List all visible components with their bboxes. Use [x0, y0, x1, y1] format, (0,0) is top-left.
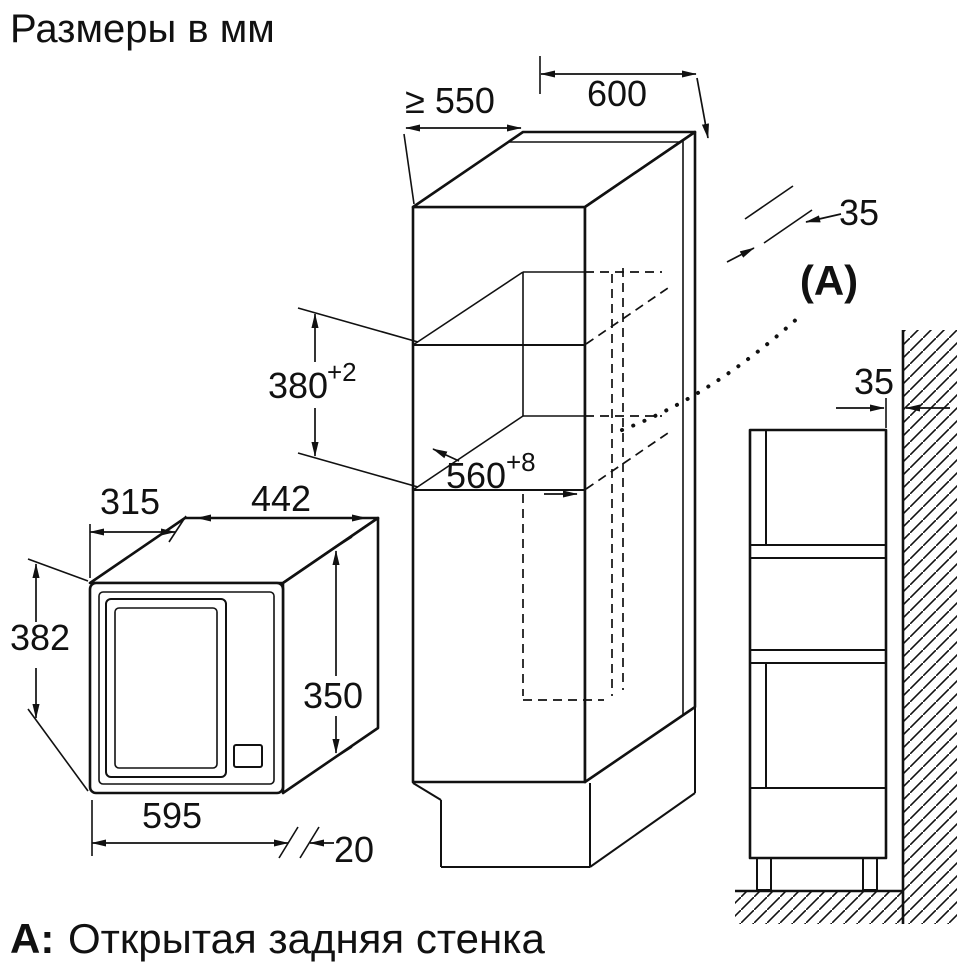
mw-depth-label: 315: [100, 481, 160, 522]
view-ref-label: (A): [800, 257, 858, 304]
mw-overhang-label: 20: [334, 829, 374, 870]
dim-wall-gap: 35: [836, 361, 950, 428]
side-view: [735, 330, 957, 924]
microwave-door-window: [114, 607, 218, 769]
niche-width-tolerance: +8: [506, 447, 536, 477]
cabinet-leg: [862, 857, 878, 891]
top-back-rim-label: 35: [839, 192, 879, 233]
dim-mw-body-height: 350: [303, 536, 363, 767]
mw-height-label: 382: [10, 617, 70, 658]
wall-gap-label: 35: [854, 361, 894, 402]
view-ref-annotation: (A): [620, 257, 858, 432]
mw-body-height-label: 350: [303, 675, 363, 716]
microwave-isometric: [88, 516, 380, 795]
mw-width-label: 595: [142, 795, 202, 836]
dim-mw-width: 595: [91, 795, 320, 859]
cabinet-width-label: 600: [587, 73, 647, 114]
min-depth-label: ≥ 550: [405, 80, 495, 121]
dim-mw-depth: 315: [89, 481, 187, 578]
floor-hatch: [735, 891, 903, 924]
caption-text: Открытая задняя стенка: [68, 915, 545, 962]
tall-cabinet-isometric: [411, 130, 697, 868]
niche-width-label: 560: [446, 455, 506, 496]
dim-niche-height: 380 +2: [268, 307, 419, 488]
dim-mw-height: 382: [10, 558, 89, 792]
cabinet-right-face: [583, 130, 697, 784]
dotted-leader: [620, 314, 802, 432]
side-cabinet-outline: [748, 428, 888, 860]
wall-hatch: [903, 330, 957, 924]
microwave-door: [105, 598, 227, 778]
dim-mw-overhang: 20: [309, 829, 374, 870]
dim-min-depth: ≥ 550: [403, 80, 522, 205]
mw-top-width-label: 442: [251, 478, 311, 519]
dim-cabinet-width: 600: [539, 56, 709, 139]
niche-height-tolerance: +2: [327, 357, 357, 387]
dim-niche-width: 560 +8: [432, 447, 578, 498]
niche-height-label: 380: [268, 365, 328, 406]
page-title: Размеры в мм: [10, 7, 275, 51]
caption: А: Открытая задняя стенка: [10, 915, 545, 962]
microwave-door-button: [233, 744, 263, 768]
caption-prefix: А:: [10, 915, 54, 962]
cabinet-leg: [756, 857, 772, 891]
dim-top-back-rim: 35: [726, 185, 879, 263]
microwave-front-frame: [88, 581, 285, 795]
dim-mw-top-width: 442: [196, 478, 367, 522]
